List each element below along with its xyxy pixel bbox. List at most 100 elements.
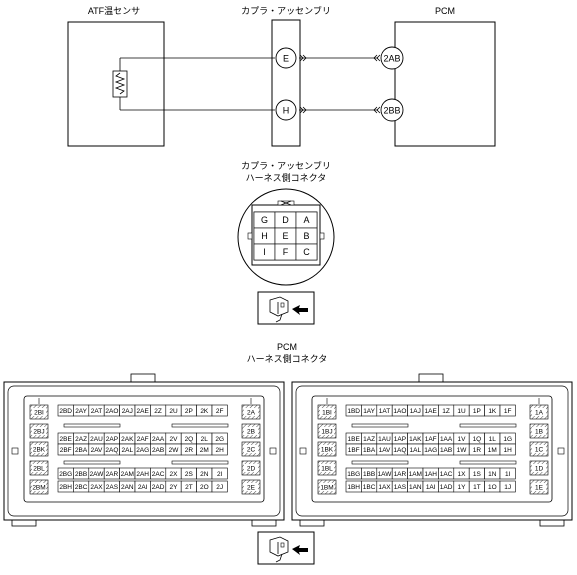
svg-text:2AI: 2AI [138, 484, 148, 491]
svg-text:1AQ: 1AQ [393, 447, 406, 454]
pcm-side-pin: 1BJ [317, 423, 337, 439]
svg-text:1AX: 1AX [378, 484, 391, 491]
svg-text:G: G [261, 215, 268, 225]
pcm-pin: 2BG [57, 467, 74, 480]
svg-text:2AN: 2AN [121, 484, 134, 491]
pcm-pin: 2T [180, 480, 197, 493]
pcm-pin: 1J [499, 480, 516, 493]
svg-text:2AU: 2AU [90, 436, 103, 443]
svg-text:2AV: 2AV [91, 447, 103, 454]
pcm-pin: 2W [165, 443, 182, 456]
svg-text:1H: 1H [504, 447, 513, 454]
svg-text:2I: 2I [217, 471, 223, 478]
svg-text:1BB: 1BB [363, 471, 375, 478]
coupler-pin: D [274, 211, 297, 229]
pcm-pin: 2AB [150, 443, 167, 456]
svg-text:2B: 2B [247, 428, 255, 435]
pcm-pin: 2L [196, 432, 213, 445]
pcm-pin: 1Y [453, 480, 470, 493]
pcm-side-pin: 1BK [317, 441, 337, 457]
pcm-pin: 1AV [376, 443, 393, 456]
pcm-pin: 1BC [361, 480, 378, 493]
svg-text:1K: 1K [488, 408, 497, 415]
svg-text:2BD: 2BD [59, 408, 72, 415]
svg-text:1N: 1N [488, 471, 497, 478]
svg-text:2BF: 2BF [60, 447, 72, 454]
svg-text:2W: 2W [169, 447, 180, 454]
svg-text:1AG: 1AG [424, 447, 437, 454]
pcm-pin: 2AD [150, 480, 167, 493]
svg-text:1F: 1F [504, 408, 512, 415]
svg-text:2AF: 2AF [137, 436, 149, 443]
svg-text:2A: 2A [247, 409, 256, 416]
pcm-pin: 1BG [345, 467, 362, 480]
svg-text:1AZ: 1AZ [363, 436, 375, 443]
svg-text:2E: 2E [247, 484, 256, 491]
pcm-pin: 2AQ [103, 443, 120, 456]
coupler-terminal-e: E [275, 47, 297, 69]
thermistor-symbol [112, 58, 128, 110]
pcm-pin: 1AW [376, 467, 393, 480]
svg-text:2BB: 2BB [383, 106, 400, 116]
svg-text:1BI: 1BI [322, 409, 332, 416]
svg-text:1Q: 1Q [473, 436, 482, 443]
svg-text:1A: 1A [535, 409, 544, 416]
svg-text:1C: 1C [535, 446, 544, 453]
pcm-pin: 2O [196, 480, 213, 493]
pcm-pin: 2F [211, 404, 228, 417]
pcm-pin: 1I [499, 467, 516, 480]
svg-text:1D: 1D [535, 465, 544, 472]
pcm-pin: 2BA [73, 443, 90, 456]
pcm-pin: 1H [499, 443, 516, 456]
pcm-pin: 2I [211, 467, 228, 480]
pcm-pin: 2AH [134, 467, 151, 480]
svg-text:1V: 1V [458, 436, 467, 443]
svg-text:2U: 2U [169, 408, 178, 415]
pcm-pin: 2U [165, 404, 182, 417]
pcm-pin: 2P [180, 404, 197, 417]
pcm-pin: 1AK [407, 432, 424, 445]
svg-text:1BJ: 1BJ [321, 428, 332, 435]
svg-text:1S: 1S [473, 471, 482, 478]
svg-text:2BK: 2BK [33, 446, 46, 453]
svg-text:2BE: 2BE [60, 436, 73, 443]
svg-text:1AB: 1AB [440, 447, 452, 454]
svg-text:2X: 2X [170, 471, 179, 478]
pcm-side-pin: 2A [241, 404, 261, 420]
pcm-pin: 1AF [422, 432, 439, 445]
svg-text:1BK: 1BK [321, 446, 334, 453]
pcm-pin: 2BF [57, 443, 74, 456]
svg-text:2AD: 2AD [152, 484, 165, 491]
coupler-pin: G [253, 211, 276, 229]
pcm-pin: 1AQ [391, 443, 408, 456]
pcm-pin: 1W [453, 443, 470, 456]
pcm-pin: 2AR [103, 467, 120, 480]
svg-text:1U: 1U [457, 408, 466, 415]
svg-text:1AJ: 1AJ [410, 408, 421, 415]
pcm-pin: 1AO [391, 404, 408, 417]
pcm-pin: 1AZ [361, 432, 378, 445]
svg-text:2T: 2T [185, 484, 193, 491]
pcm-pin: 1AH [422, 467, 439, 480]
svg-text:2M: 2M [200, 447, 209, 454]
svg-text:H: H [283, 106, 290, 116]
svg-text:1AF: 1AF [425, 436, 437, 443]
pcm-pin: 2R [180, 443, 197, 456]
coupler-body [271, 19, 301, 147]
pcm-pin: 2AP [103, 432, 120, 445]
svg-text:D: D [282, 215, 289, 225]
pcm-side-pin: 2B [241, 423, 261, 439]
svg-text:1AV: 1AV [379, 447, 391, 454]
svg-text:I: I [263, 247, 266, 257]
pcm-box [394, 21, 496, 147]
svg-text:1BF: 1BF [348, 447, 360, 454]
pcm-side-pin: 2BK [29, 441, 49, 457]
coupler-pin: I [253, 243, 276, 261]
pcm-pin: 1BH [345, 480, 362, 493]
svg-text:1AR: 1AR [394, 471, 407, 478]
pcm-pin: 1AB [438, 443, 455, 456]
svg-text:2G: 2G [215, 436, 224, 443]
svg-text:2BL: 2BL [33, 465, 45, 472]
svg-text:2AX: 2AX [90, 484, 103, 491]
